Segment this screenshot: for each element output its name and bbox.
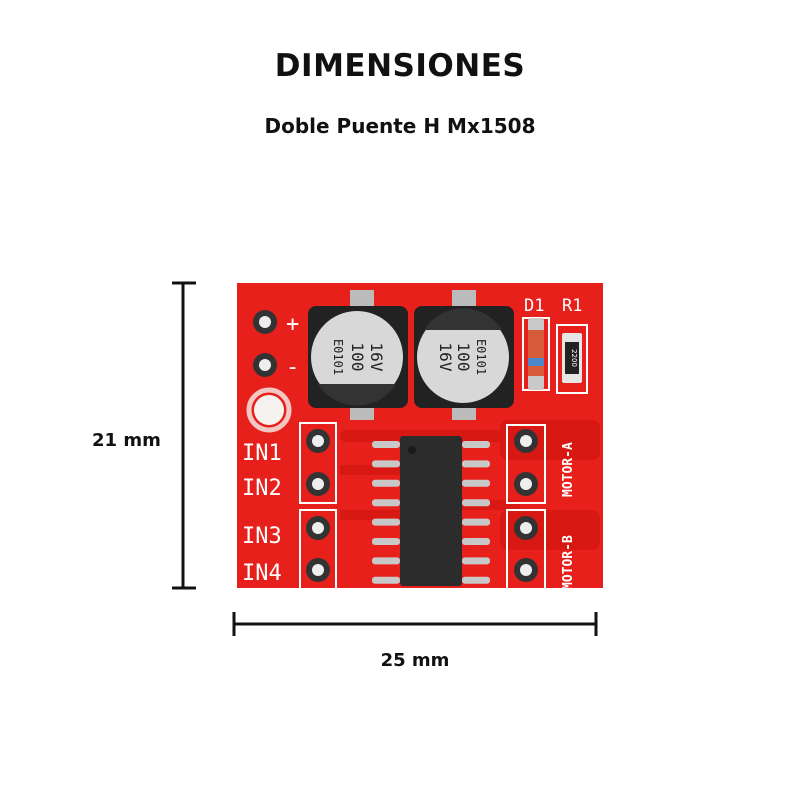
chip-pin — [462, 460, 490, 468]
diode-d1: D1 — [522, 296, 550, 391]
chip-pin — [462, 538, 490, 545]
chip-pin — [372, 499, 400, 507]
mounting-hole — [246, 387, 292, 433]
chip-pin — [462, 576, 490, 584]
header-pin-hole — [520, 522, 532, 534]
header-pin-hole — [312, 435, 324, 447]
resistor-code: 2200 — [570, 349, 578, 367]
chip-pin — [372, 479, 400, 487]
power-pads: + - — [253, 310, 299, 380]
motor-labels: MOTOR-A MOTOR-B — [561, 442, 576, 590]
chip-pin — [462, 557, 490, 565]
mx1508-chip — [372, 436, 490, 586]
motor-b-label: MOTOR-B — [561, 535, 576, 590]
header-pin-hole — [312, 522, 324, 534]
in2-label: IN2 — [242, 476, 282, 501]
height-dimension-line — [172, 281, 196, 590]
header-pin-hole — [520, 564, 532, 576]
cap-left-value: 100 — [348, 343, 367, 372]
in1-label: IN1 — [242, 441, 282, 466]
header-pin-hole — [312, 478, 324, 490]
chip-pin — [372, 441, 400, 448]
in3-label: IN3 — [242, 524, 282, 549]
chip-pin — [462, 479, 490, 487]
cap-right-code: E0101 — [474, 339, 488, 375]
chip-pin — [372, 576, 400, 584]
chip-pin — [462, 499, 490, 507]
plus-label: + — [286, 312, 299, 337]
minus-label: - — [286, 355, 299, 380]
d1-label: D1 — [524, 296, 544, 316]
chip-pin — [372, 460, 400, 468]
header-pins — [306, 429, 538, 582]
capacitor-right: E0101 100 16V — [414, 290, 514, 420]
chip-pin — [372, 538, 400, 545]
motor-a-label: MOTOR-A — [561, 442, 576, 497]
in4-label: IN4 — [242, 561, 282, 586]
header-pin-hole — [312, 564, 324, 576]
capacitor-left: 16V 100 E0101 — [308, 290, 408, 420]
header-pin-hole — [520, 435, 532, 447]
cap-right-value: 100 — [454, 343, 473, 372]
cap-left-code: E0101 — [331, 339, 345, 375]
page-subtitle: Doble Puente H Mx1508 — [264, 114, 536, 138]
chip-pin — [462, 518, 490, 526]
chip-pin — [372, 557, 400, 565]
page-title: DIMENSIONES — [274, 48, 526, 84]
chip-pin — [372, 518, 400, 526]
cap-left-voltage: 16V — [367, 343, 386, 372]
cap-right-voltage: 16V — [436, 343, 455, 372]
header-pin-hole — [520, 478, 532, 490]
silkscreen-boxes — [299, 422, 546, 591]
r1-label: R1 — [562, 296, 582, 316]
chip-pin — [462, 441, 490, 448]
resistor-r1: R1 2200 — [556, 296, 588, 394]
width-dimension-label: 25 mm — [380, 650, 450, 671]
height-dimension-label: 21 mm — [92, 430, 161, 451]
input-labels: IN1 IN2 IN3 IN4 — [242, 441, 282, 586]
width-dimension-line — [232, 612, 598, 636]
